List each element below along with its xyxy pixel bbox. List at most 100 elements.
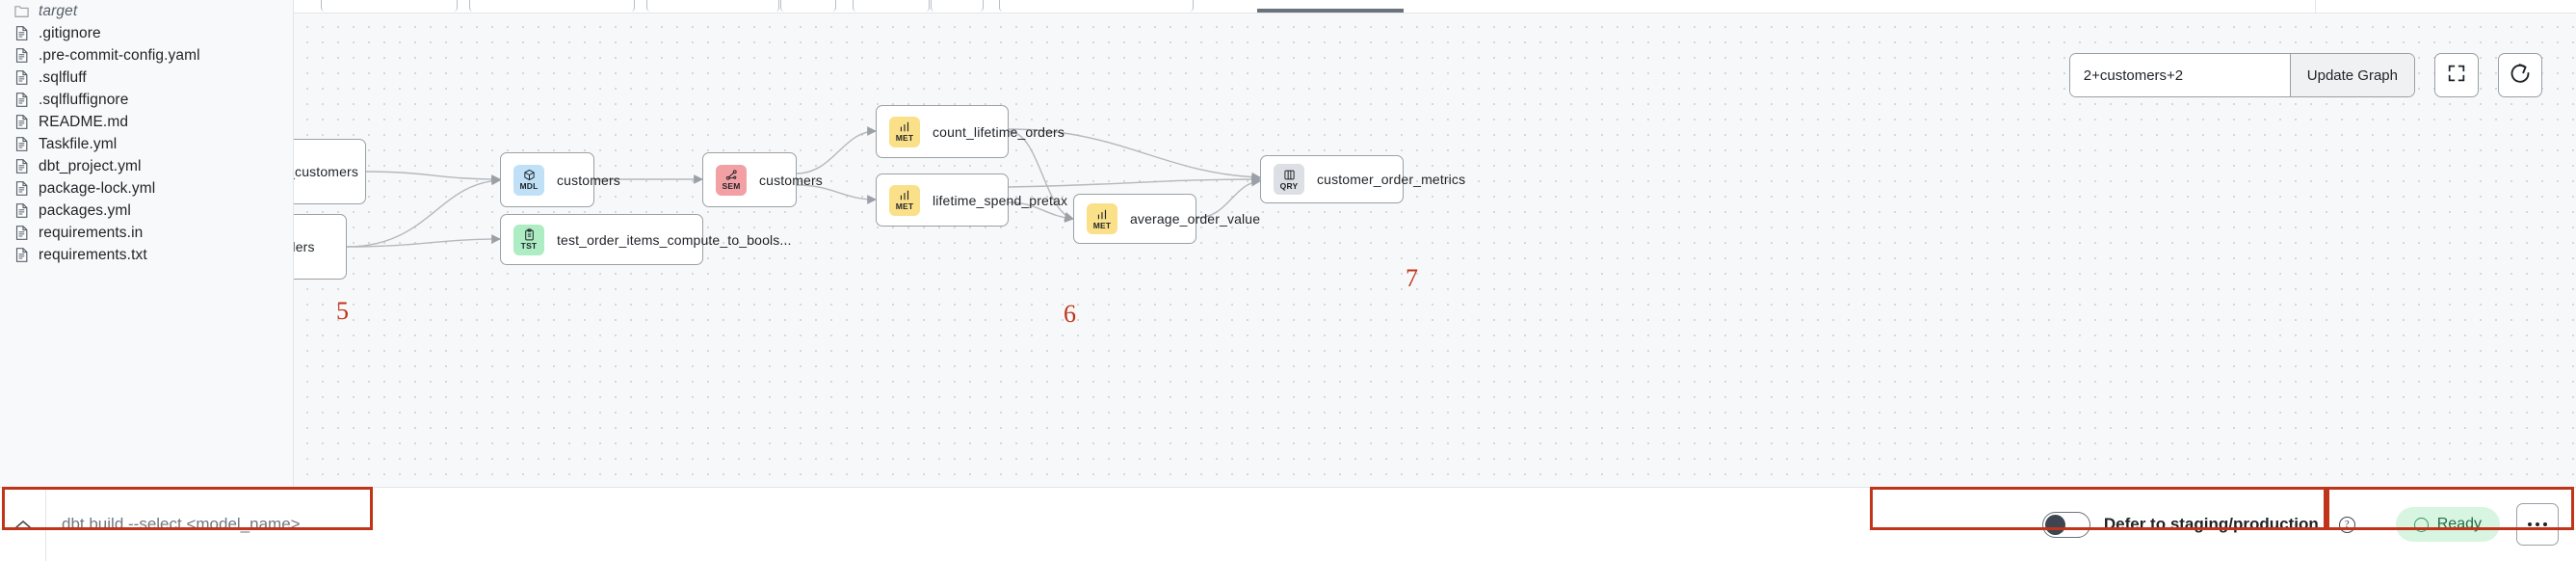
file-icon	[13, 114, 30, 130]
file-list-item[interactable]: .sqlfluff	[0, 67, 293, 89]
defer-toggle-label: Defer to staging/production	[2103, 515, 2319, 533]
file-explorer-panel[interactable]: target .gitignore .pre-commit-config.yaml.…	[0, 0, 294, 487]
node-type-label: TST	[520, 241, 538, 252]
file-list-item[interactable]: packages.yml	[0, 200, 293, 222]
file-icon	[13, 25, 30, 41]
semantic-icon	[725, 169, 738, 181]
update-graph-button[interactable]: Update Graph	[2289, 54, 2414, 96]
node-type-badge: MET	[1087, 203, 1117, 234]
tab-stub[interactable]	[853, 0, 930, 12]
file-list-item[interactable]: dbt_project.yml	[0, 155, 293, 177]
node-type-badge: TST	[513, 224, 544, 255]
node-label: customers	[557, 172, 620, 188]
node-label: customers	[759, 172, 823, 188]
node-label: stg_orders	[294, 239, 315, 254]
node-type-label: MET	[895, 133, 914, 144]
ellipsis-icon	[2535, 521, 2540, 527]
file-name-label: .pre-commit-config.yaml	[39, 46, 200, 64]
node-type-badge: MET	[889, 116, 920, 147]
ellipsis-icon	[2527, 521, 2533, 527]
toggle-knob	[2044, 514, 2065, 535]
file-list-item[interactable]: .sqlfluffignore	[0, 89, 293, 111]
status-badge-label: Ready	[2436, 516, 2482, 532]
graph-node[interactable]: MDLstg_orders	[294, 214, 347, 280]
bottom-command-bar[interactable]: Defer to staging/production ? Ready	[0, 487, 2576, 561]
node-label: average_order_value	[1130, 211, 1261, 227]
tab-stub[interactable]	[321, 0, 458, 12]
node-type-badge: MDL	[513, 164, 544, 196]
file-name-label: target	[39, 2, 78, 19]
defer-toggle-group[interactable]: Defer to staging/production ?	[2041, 511, 2377, 538]
file-icon	[13, 47, 30, 64]
graph-node[interactable]: QRY customer_order_metrics	[1260, 155, 1465, 203]
file-icon	[13, 158, 30, 174]
node-type-label: MDL	[519, 181, 539, 192]
metric-icon	[1096, 208, 1109, 221]
cube-icon	[523, 169, 536, 181]
graph-node[interactable]: MDL customers	[500, 152, 620, 207]
tab-stub[interactable]	[999, 0, 1194, 12]
defer-toggle[interactable]	[2041, 511, 2090, 538]
file-icon	[13, 180, 30, 197]
file-icon	[13, 92, 30, 108]
lineage-graph-canvas[interactable]: MDLstg_customersMDLstg_orders MDL customer…	[294, 13, 2576, 487]
graph-edges	[346, 126, 1261, 248]
node-label: stg_customers	[294, 164, 358, 179]
file-list-item[interactable]: Taskfile.yml	[0, 133, 293, 155]
status-dot-icon	[2413, 517, 2429, 532]
file-name-label: requirements.txt	[39, 246, 147, 263]
file-name-label: .sqlfluff	[39, 68, 87, 86]
file-list-item[interactable]: package-lock.yml	[0, 177, 293, 200]
file-list-item[interactable]: requirements.txt	[0, 244, 293, 266]
refresh-button[interactable]	[2498, 53, 2542, 97]
command-input[interactable]	[46, 515, 374, 534]
tab-stub[interactable]	[646, 0, 779, 12]
node-type-label: QRY	[1279, 180, 1299, 191]
file-name-label: package-lock.yml	[39, 179, 156, 197]
file-list-item[interactable]: .pre-commit-config.yaml	[0, 44, 293, 67]
more-options-button[interactable]	[2516, 503, 2559, 546]
fullscreen-icon	[2446, 63, 2467, 89]
graph-selector-input[interactable]	[2069, 54, 2290, 96]
chevron-up-icon[interactable]	[0, 488, 46, 561]
graph-node[interactable]: SEM customers	[702, 152, 823, 207]
question-circle-icon[interactable]: ?	[2338, 516, 2355, 533]
graph-node[interactable]: MET average_order_value	[1073, 194, 1260, 244]
file-icon	[13, 69, 30, 86]
fullscreen-button[interactable]	[2434, 53, 2479, 97]
file-list-item[interactable]: README.md	[0, 111, 293, 133]
file-icon	[13, 202, 30, 219]
tab-stub[interactable]	[931, 0, 984, 12]
file-name-label: dbt_project.yml	[39, 157, 142, 174]
node-type-badge: SEM	[716, 164, 747, 196]
graph-node[interactable]: MDLstg_customers	[294, 139, 366, 204]
node-type-label: MET	[895, 201, 914, 212]
refresh-icon	[2509, 62, 2532, 90]
node-label: customer_order_metrics	[1317, 172, 1466, 187]
bottom-bar-right-cluster[interactable]: Defer to staging/production ? Ready	[2041, 488, 2559, 561]
file-list-item[interactable]: target	[0, 0, 293, 22]
file-icon	[13, 136, 30, 152]
selector-group[interactable]: Update Graph	[2068, 53, 2415, 97]
metric-icon	[899, 120, 911, 133]
file-list-item[interactable]: requirements.in	[0, 222, 293, 244]
file-name-label: .gitignore	[39, 24, 101, 41]
ellipsis-icon	[2542, 521, 2548, 527]
tab-stub[interactable]	[469, 0, 635, 12]
tab-stub[interactable]	[780, 0, 836, 12]
file-name-label: Taskfile.yml	[39, 135, 118, 152]
file-icon	[13, 225, 30, 241]
file-list-item[interactable]: .gitignore	[0, 22, 293, 44]
file-name-label: requirements.in	[39, 224, 144, 241]
node-type-badge: MET	[889, 184, 920, 216]
file-name-label: packages.yml	[39, 201, 131, 219]
active-tab-indicator	[1257, 9, 1404, 13]
editor-tab-strip[interactable]	[294, 0, 2576, 13]
graph-toolbar[interactable]: Update Graph	[2068, 53, 2542, 97]
metric-icon	[899, 189, 911, 201]
file-name-label: .sqlfluffignore	[39, 91, 129, 108]
node-type-badge: QRY	[1274, 164, 1304, 195]
